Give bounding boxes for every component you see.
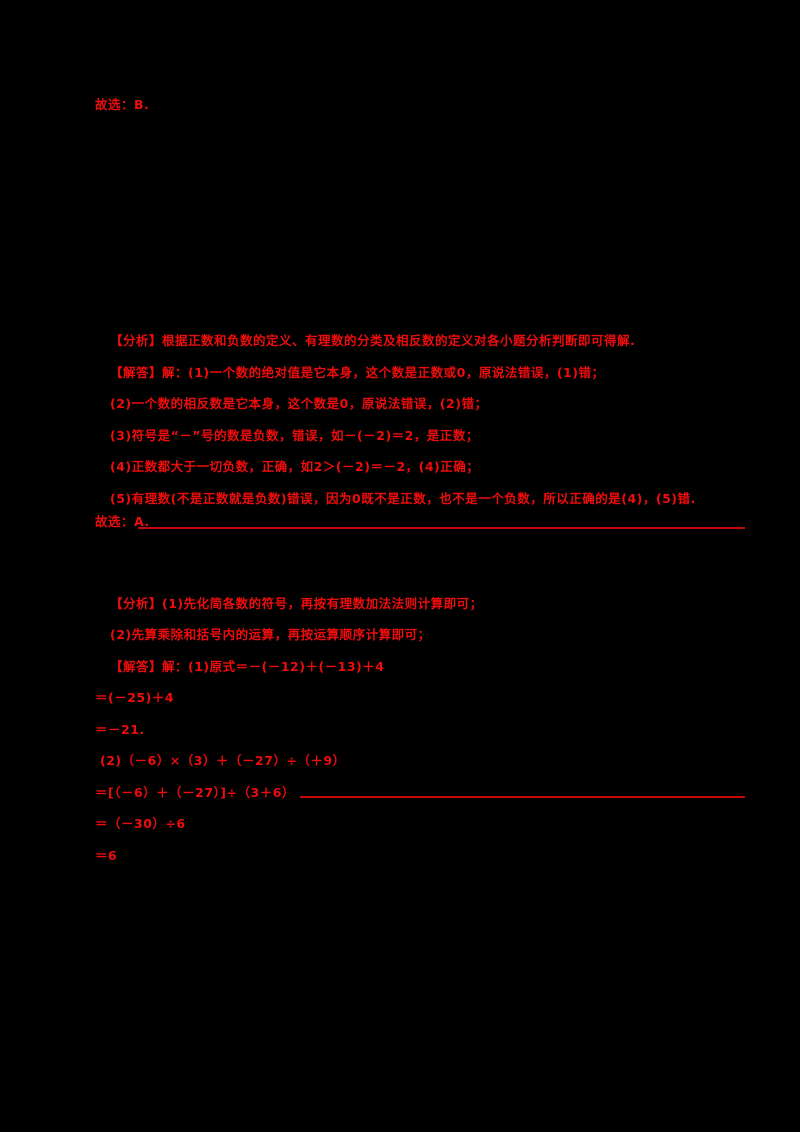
calc-step-line: ＝(－25)＋4: [95, 690, 175, 705]
solution-line: (4)正数都大于一切负数，正确，如2＞(－2)＝－2，(4)正确；: [110, 459, 480, 474]
solution-line: (2)一个数的相反数是它本身，这个数是0，原说法错误，(2)错；: [110, 396, 488, 411]
calc-step-line: ＝[（－6）＋（－27）]÷（3＋6）: [95, 785, 295, 800]
calc-result-line: ＝6: [95, 848, 118, 863]
calc-step-line: ＝（－30）÷6: [95, 816, 186, 831]
answer-underline: [300, 796, 745, 798]
analysis-line: 【分析】(1)先化简各数的符号，再按有理数加法法则计算即可；: [110, 596, 483, 611]
analysis-line: 【分析】根据正数和负数的定义、有理数的分类及相反数的定义对各小题分析判断即可得解…: [110, 333, 636, 348]
solution-line: (3)符号是“－”号的数是负数，错误，如－(－2)＝2，是正数；: [110, 428, 479, 443]
calc-step-line: (2)（－6）×（3）＋（－27）÷（＋9）: [100, 753, 346, 768]
calc-step-line: ＝－21.: [95, 722, 145, 737]
solution-line: (5)有理数(不是正数就是负数)错误，因为0既不是正数，也不是一个负数，所以正确…: [110, 491, 696, 506]
solution-line: 【解答】解：(1)原式＝－(－12)＋(－13)＋4: [110, 659, 385, 674]
solution-line: 【解答】解：(1)一个数的绝对值是它本身，这个数是正数或0，原说法错误，(1)错…: [110, 365, 605, 380]
answer-line-b: 故选：B.: [95, 97, 150, 112]
analysis-line: (2)先算乘除和括号内的运算，再按运算顺序计算即可；: [110, 627, 431, 642]
answer-underline: [138, 527, 745, 529]
answer-line-a: 故选：A.: [95, 514, 150, 529]
